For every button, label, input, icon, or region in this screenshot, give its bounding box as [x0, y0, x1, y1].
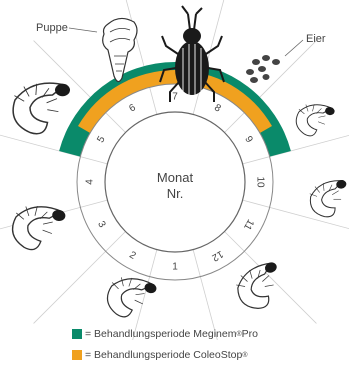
legend-swatch-green	[72, 329, 82, 339]
larva-icon	[13, 83, 70, 134]
eggs-label: Eier	[306, 33, 326, 45]
eggs-icon	[246, 55, 280, 83]
spoke-line	[243, 200, 349, 234]
legend-mark-coleostop: ®	[242, 352, 247, 359]
month-label-2: 2	[127, 250, 138, 263]
larva-icon	[9, 202, 66, 255]
pupa-leader	[69, 28, 97, 32]
larva-icon	[307, 179, 349, 220]
month-label-1: 1	[172, 262, 178, 273]
larva-icon	[294, 101, 335, 139]
eggs-leader	[285, 40, 303, 56]
spoke-line	[224, 231, 316, 323]
spoke-line	[193, 250, 227, 340]
legend-text-coleostop: = Behandlungsperiode ColeoStop	[85, 349, 242, 361]
month-label-4: 4	[85, 179, 96, 185]
month-label-10: 10	[254, 176, 265, 188]
spoke-line	[243, 130, 349, 164]
legend-coleostop: = Behandlungsperiode ColeoStop®	[72, 349, 248, 361]
center-label-nr: Nr.	[167, 186, 184, 201]
spoke-line	[123, 0, 157, 114]
month-label-3: 3	[95, 219, 108, 230]
spoke-line	[123, 250, 157, 340]
month-label-7: 7	[172, 92, 178, 103]
month-label-9: 9	[242, 134, 255, 145]
larva-icon	[103, 273, 157, 324]
month-label-6: 6	[127, 102, 138, 115]
month-label-5: 5	[95, 134, 108, 145]
legend-swatch-orange	[72, 350, 82, 360]
month-label-8: 8	[212, 102, 223, 115]
spoke-line	[0, 130, 107, 164]
legend-suffix-meginem: Pro	[242, 328, 258, 340]
legend-text-meginem: = Behandlungsperiode Meginem	[85, 328, 236, 340]
pupa-label: Puppe	[36, 22, 68, 34]
center-label-monat: Monat	[157, 170, 194, 185]
legend-meginem: = Behandlungsperiode Meginem® Pro	[72, 328, 258, 340]
month-label-12: 12	[209, 248, 225, 263]
month-label-11: 11	[241, 217, 256, 232]
